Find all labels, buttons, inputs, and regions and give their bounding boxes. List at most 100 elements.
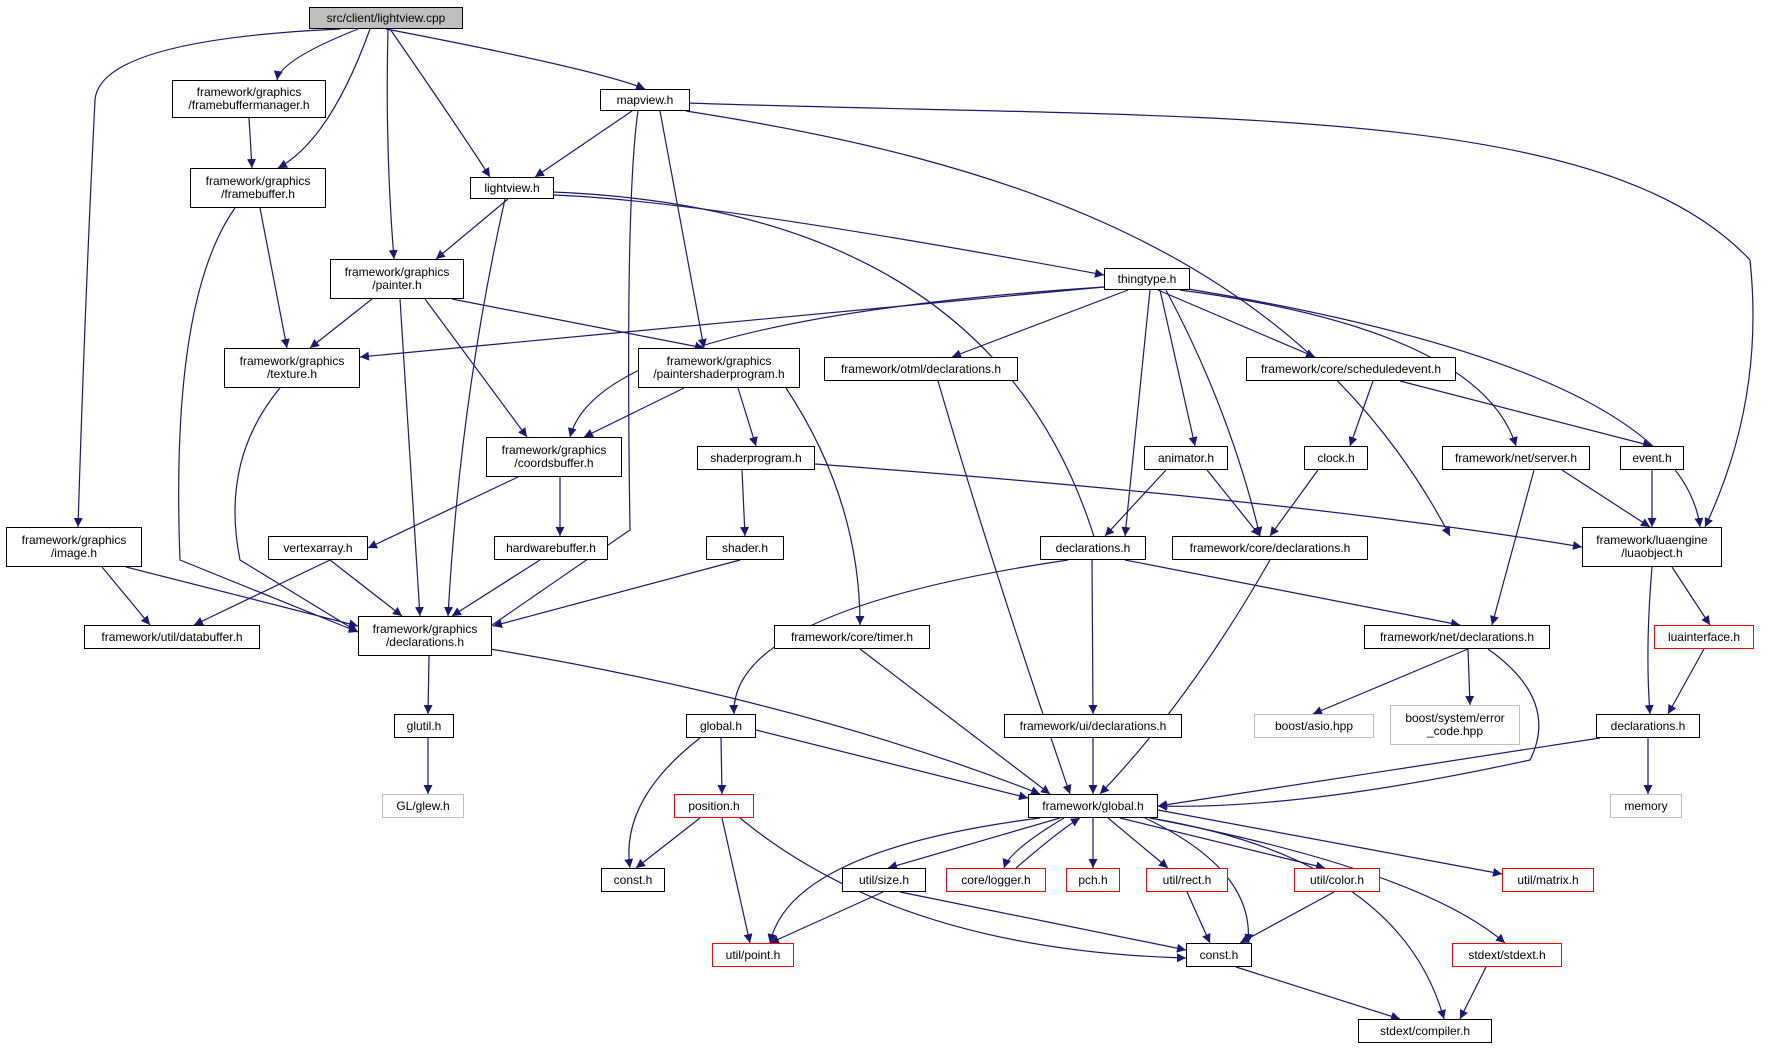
node-thingtype-h[interactable]: thingtype.h [1104, 268, 1190, 290]
node-position-h[interactable]: position.h [674, 794, 754, 818]
dependency-edge-74 [624, 737, 701, 869]
dependency-edge-28 [1165, 289, 1263, 537]
dependency-edge-32 [234, 387, 359, 633]
dependency-edge-5 [386, 28, 398, 260]
node-stdext-stdext-h[interactable]: stdext/stdext.h [1452, 943, 1562, 967]
node-coordsbuffer-h[interactable]: framework/graphics /coordsbuffer.h [486, 437, 622, 477]
dependency-edge-73 [755, 729, 1029, 801]
dependency-edge-6 [73, 28, 341, 528]
node-boost-error-code-hpp[interactable]: boost/system/error _code.hpp [1390, 705, 1520, 745]
dependency-edge-22 [399, 298, 424, 617]
dependency-edge-8 [534, 110, 633, 178]
dependency-edge-39 [367, 476, 519, 549]
dependency-edge-61 [1667, 648, 1705, 715]
node-util-point-h[interactable]: util/point.h [712, 943, 794, 967]
node-hardwarebuffer-h[interactable]: hardwarebuffer.h [494, 536, 608, 560]
dependency-edge-30 [1179, 289, 1518, 447]
dependency-edge-89 [769, 891, 884, 944]
node-mapview-h[interactable]: mapview.h [600, 89, 690, 111]
dependency-edge-38 [1399, 380, 1653, 449]
dependency-edge-17 [552, 194, 1105, 278]
dependency-edge-62 [423, 655, 433, 715]
node-timer-h[interactable]: framework/core/timer.h [774, 625, 930, 649]
dependency-edge-94 [1459, 966, 1487, 1020]
node-core-declarations-h[interactable]: framework/core/declarations.h [1172, 536, 1368, 560]
dependency-edge-58 [1099, 559, 1271, 795]
node-const-h[interactable]: const.h [1186, 943, 1252, 967]
dependency-edge-51 [193, 559, 331, 626]
node-databuffer-h[interactable]: framework/util/databuffer.h [84, 625, 260, 649]
dependency-edge-29 [1121, 289, 1151, 537]
dependency-edge-60 [1644, 566, 1654, 715]
dependency-edge-67 [1157, 648, 1540, 811]
dependency-edge-79 [1002, 817, 1065, 869]
node-net-declarations-h[interactable]: framework/net/declarations.h [1364, 625, 1550, 649]
dependency-edge-1 [273, 28, 359, 81]
dependency-edge-93 [1235, 966, 1401, 1021]
node-declarations-h[interactable]: declarations.h [1040, 536, 1146, 560]
node-vertexarray-h[interactable]: vertexarray.h [268, 536, 368, 560]
node-gl-glew-h[interactable]: GL/glew.h [382, 794, 464, 818]
dependency-edge-72 [717, 737, 727, 795]
dependency-edge-54 [492, 559, 741, 629]
node-framebuffermanager-h[interactable]: framework/graphics /framebuffermanager.h [172, 80, 326, 118]
node-util-rect-h[interactable]: util/rect.h [1146, 868, 1228, 892]
dependency-edge-23 [359, 286, 1105, 361]
dependency-edge-75 [635, 817, 701, 869]
node-animator-h[interactable]: animator.h [1144, 446, 1228, 470]
node-luaobject-h[interactable]: framework/luaengine /luaobject.h [1582, 527, 1722, 567]
node-boost-asio-hpp[interactable]: boost/asio.hpp [1254, 714, 1374, 738]
dependency-edge-80 [1015, 817, 1081, 869]
node-glutil-h[interactable]: glutil.h [394, 714, 454, 738]
node-graphics-declarations-h[interactable]: framework/graphics /declarations.h [358, 616, 492, 656]
node-otml-declarations-h[interactable]: framework/otml/declarations.h [824, 357, 1018, 381]
node-paintershaderprogram-h[interactable]: framework/graphics /paintershaderprogram… [638, 348, 800, 388]
dependency-edge-78 [887, 817, 1061, 870]
dependency-edge-37 [1348, 380, 1374, 447]
node-util-color-h[interactable]: util/color.h [1294, 868, 1380, 892]
node-framework-global-h[interactable]: framework/global.h [1028, 794, 1158, 818]
dependency-edge-16 [444, 198, 506, 617]
dependency-edge-24 [567, 286, 1105, 438]
dependency-edge-66 [1465, 648, 1475, 706]
node-memory[interactable]: memory [1610, 794, 1682, 818]
dependency-edge-2 [385, 28, 646, 90]
dependency-edge-82 [1107, 817, 1169, 869]
dependency-edge-35 [785, 387, 865, 626]
node-painter-h[interactable]: framework/graphics /painter.h [330, 259, 464, 299]
dependency-edge-43 [1206, 469, 1261, 537]
dependency-edge-19 [309, 298, 373, 349]
dependency-edge-77 [739, 817, 1187, 963]
node-luainterface-h[interactable]: luainterface.h [1654, 625, 1754, 649]
node-lightview-h[interactable]: lightview.h [470, 177, 554, 199]
node-util-matrix-h[interactable]: util/matrix.h [1502, 868, 1594, 892]
dependency-edge-92 [1239, 891, 1335, 944]
node-pch-h[interactable]: pch.h [1066, 868, 1120, 892]
node-server-h[interactable]: framework/net/server.h [1442, 446, 1590, 470]
dependency-edge-15 [435, 198, 509, 260]
node-texture-h[interactable]: framework/graphics /texture.h [224, 348, 360, 388]
node-framebuffer-h[interactable]: framework/graphics /framebuffer.h [190, 168, 326, 208]
node-shaderprogram-h[interactable]: shaderprogram.h [697, 446, 815, 470]
node-util-size-h[interactable]: util/size.h [842, 868, 926, 892]
node-image-h[interactable]: framework/graphics /image.h [6, 527, 142, 567]
node-const-h-left[interactable]: const.h [601, 868, 665, 892]
node-event-h[interactable]: event.h [1620, 446, 1684, 470]
dependency-edge-64 [859, 648, 1051, 795]
node-lightview-cpp[interactable]: src/client/lightview.cpp [309, 7, 463, 29]
node-core-logger-h[interactable]: core/logger.h [946, 868, 1046, 892]
node-global-h[interactable]: global.h [686, 714, 756, 738]
dependency-edge-83 [1119, 817, 1326, 871]
node-luaengine-declarations-h[interactable]: declarations.h [1596, 714, 1700, 738]
dependency-edge-65 [1312, 648, 1469, 715]
node-ui-declarations-h[interactable]: framework/ui/declarations.h [1004, 714, 1182, 738]
dependency-edge-4 [389, 28, 491, 178]
dependency-edge-46 [1561, 469, 1651, 528]
dependency-edge-50 [125, 566, 359, 629]
node-scheduledevent-h[interactable]: framework/core/scheduledevent.h [1246, 357, 1456, 381]
node-stdext-compiler-h[interactable]: stdext/compiler.h [1358, 1019, 1492, 1043]
node-shader-h[interactable]: shader.h [706, 536, 784, 560]
node-clock-h[interactable]: clock.h [1304, 446, 1368, 470]
dependency-edge-31 [1187, 288, 1704, 528]
